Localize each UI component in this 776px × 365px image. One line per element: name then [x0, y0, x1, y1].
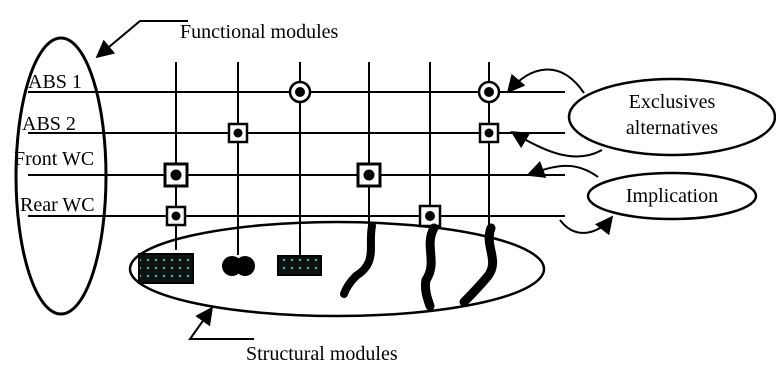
ring-marker: [288, 80, 312, 104]
exclusives-arrow-to-abs1: [506, 68, 585, 94]
square-marker: [163, 162, 189, 188]
structural-module-block-small: [277, 255, 322, 276]
alternatives-label: alternatives: [626, 117, 718, 139]
arrows: [95, 20, 614, 340]
functional-modules-arrow: [95, 20, 188, 59]
functional-modules-ellipse: [14, 36, 108, 316]
square-marker: [356, 162, 382, 188]
cable-2: [421, 223, 439, 311]
row-label-rear-wc: Rear WC: [20, 194, 95, 216]
cable-shapes: [340, 222, 498, 311]
exclusives-alternatives-ellipse: [567, 77, 776, 157]
exclusives-label: Exclusives: [629, 91, 716, 113]
vertical-lines: [175, 62, 490, 255]
structural-modules-label: Structural modules: [246, 343, 398, 365]
horizontal-lines: [28, 91, 565, 217]
square-marker: [165, 205, 187, 227]
cable-1: [340, 222, 376, 298]
circle-markers: [288, 80, 501, 104]
implication-label: Implication: [626, 185, 718, 207]
structural-modules-ellipse: [128, 220, 546, 318]
structural-module-block-large: [138, 253, 194, 284]
structural-modules-arrow: [188, 306, 254, 340]
square-marker: [227, 122, 249, 144]
implication-arrow-to-front-wc: [526, 160, 599, 178]
row-label-abs1: ABS 1: [28, 71, 82, 93]
square-markers: [163, 122, 500, 228]
functional-modules-label: Functional modules: [180, 21, 339, 43]
row-label-front-wc: Front WC: [14, 148, 94, 170]
implication-ellipse: [586, 171, 758, 221]
row-label-abs2: ABS 2: [22, 113, 76, 135]
ring-marker: [477, 80, 501, 104]
square-marker: [478, 122, 500, 144]
structural-module-double-circle: [222, 256, 255, 276]
cable-3: [459, 223, 498, 307]
square-marker: [418, 204, 442, 228]
implication-arrow-from-rear-wc: [559, 215, 614, 236]
exclusives-arrow-to-abs2: [510, 131, 603, 158]
